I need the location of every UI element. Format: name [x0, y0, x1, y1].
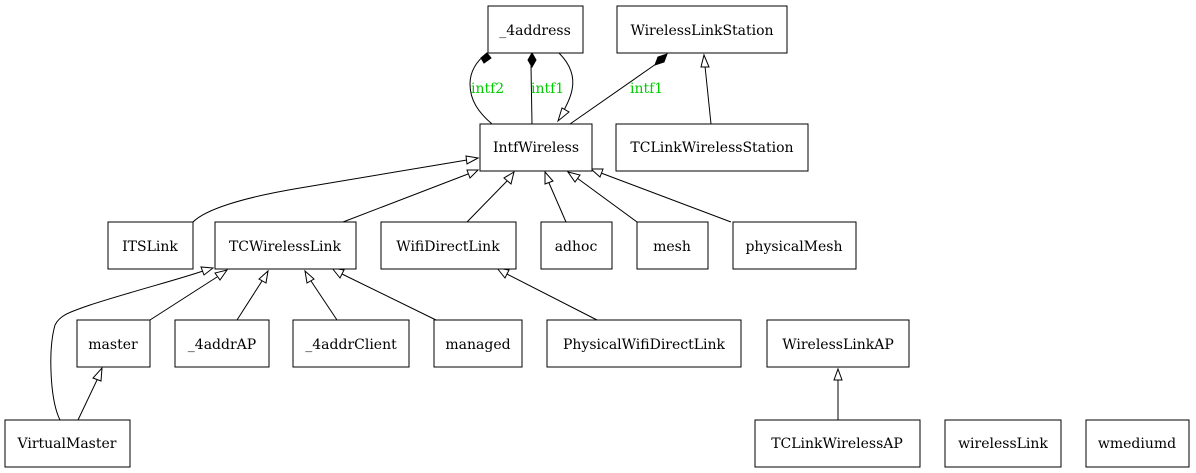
- node-wirelesslink[interactable]: wirelessLink: [944, 419, 1062, 468]
- node-wirelesslinkap[interactable]: WirelessLinkAP: [766, 319, 910, 368]
- node-tclinkwirelessstation[interactable]: TCLinkWirelessStation: [615, 123, 809, 172]
- node-physicalwifidirectlink[interactable]: PhysicalWifiDirectLink: [546, 319, 742, 368]
- edge-4address-intf2: [469, 52, 493, 125]
- node-label-master: master: [88, 337, 138, 353]
- node-tclinkwirelessap[interactable]: TCLinkWirelessAP: [754, 419, 921, 468]
- arrow-master: [214, 269, 229, 281]
- node-label-4addrclient: _4addrClient: [305, 337, 397, 353]
- edge-intfwireless-4address: [558, 52, 574, 113]
- edge-label-intf1-b: intf1: [630, 81, 663, 97]
- node-master[interactable]: master: [76, 319, 151, 368]
- edge-virtualmaster-tcw: [50, 270, 204, 421]
- node-label-intfwireless: IntfWireless: [493, 140, 579, 156]
- edge-mesh: [576, 177, 638, 223]
- node-label-wmediumd: wmediumd: [1098, 436, 1176, 452]
- node-label-wifidirectlink: WifiDirectLink: [396, 239, 500, 255]
- edge-master: [149, 276, 218, 321]
- node-4address[interactable]: _4address: [487, 5, 584, 54]
- node-label-virtualmaster: VirtualMaster: [17, 436, 117, 452]
- node-label-physicalwifidirectlink: PhysicalWifiDirectLink: [563, 337, 726, 353]
- edge-label-intf2: intf2: [471, 81, 504, 97]
- arrow-tclwap: [833, 367, 843, 381]
- node-itslink[interactable]: ITSLink: [107, 221, 194, 270]
- edges: [50, 51, 843, 421]
- edge-pwdl: [506, 273, 598, 321]
- edge-label-intf1-a: intf1: [531, 81, 564, 97]
- node-label-mesh: mesh: [653, 239, 691, 255]
- node-intfwireless[interactable]: IntfWireless: [479, 123, 593, 172]
- arrow-adhoc: [544, 170, 554, 185]
- node-label-managed: managed: [445, 337, 510, 353]
- node-mesh[interactable]: mesh: [636, 221, 709, 270]
- node-label-4addrap: _4addrAP: [188, 337, 256, 353]
- node-label-4address: _4address: [499, 23, 571, 39]
- edge-itslink: [192, 159, 468, 223]
- node-4addrap[interactable]: _4addrAP: [174, 319, 270, 368]
- edge-adhoc: [548, 182, 567, 223]
- edge-tcwirelesslink: [342, 173, 469, 223]
- edge-wifidirect: [466, 180, 508, 223]
- node-wirelesslinkstation[interactable]: WirelessLinkStation: [616, 5, 788, 54]
- diamond-intf2: [480, 52, 492, 64]
- edge-4address-intf1: [530, 65, 533, 125]
- diamond-intf1: [527, 51, 537, 69]
- node-physicalmesh[interactable]: physicalMesh: [732, 221, 857, 270]
- node-label-adhoc: adhoc: [555, 239, 598, 255]
- arrow-vm-master: [92, 366, 103, 382]
- arrow-virtualmaster-tcw: [200, 266, 215, 276]
- arrow-tcwirelesslink: [466, 169, 480, 179]
- arrow-physicalmesh: [589, 168, 604, 178]
- edge-4addrap: [236, 280, 263, 321]
- node-label-itslink: ITSLink: [122, 239, 178, 255]
- node-adhoc[interactable]: adhoc: [540, 221, 613, 270]
- diamond-wls: [654, 53, 668, 66]
- edge-vm-master: [77, 379, 98, 421]
- arrow-4addrclient: [304, 269, 315, 284]
- arrow-tclws: [700, 53, 710, 68]
- node-wifidirectlink[interactable]: WifiDirectLink: [380, 221, 517, 270]
- node-label-wirelesslinkap: WirelessLinkAP: [782, 337, 894, 353]
- node-managed[interactable]: managed: [433, 319, 523, 368]
- node-label-wirelesslinkstation: WirelessLinkStation: [630, 23, 773, 39]
- nodes: _4address WirelessLinkStation IntfWirele…: [4, 5, 1190, 468]
- node-4addrclient[interactable]: _4addrClient: [292, 319, 410, 368]
- edge-4addrclient: [310, 280, 338, 321]
- edge-physicalmesh: [600, 172, 732, 223]
- node-label-physicalmesh: physicalMesh: [745, 239, 842, 255]
- node-tcwirelesslink[interactable]: TCWirelessLink: [214, 221, 357, 270]
- edge-tclws-wls: [704, 65, 712, 125]
- edge-label-group: intf2 intf1 intf1: [471, 81, 663, 97]
- arrow-itslink: [465, 155, 480, 165]
- arrow-4addrap: [258, 269, 269, 284]
- node-label-tclinkwirelessstation: TCLinkWirelessStation: [630, 140, 793, 156]
- arrow-mesh: [566, 171, 581, 183]
- node-wmediumd[interactable]: wmediumd: [1085, 419, 1190, 468]
- node-label-tclinkwirelessap: TCLinkWirelessAP: [771, 436, 903, 452]
- arrow-wifidirect: [503, 170, 515, 185]
- edge-managed: [341, 273, 437, 321]
- arrow-4address-inherit: [557, 107, 570, 123]
- edge-wls-intf1: [569, 63, 657, 125]
- node-label-wirelesslink: wirelessLink: [958, 436, 1048, 452]
- node-virtualmaster[interactable]: VirtualMaster: [4, 419, 131, 468]
- node-label-tcwirelesslink: TCWirelessLink: [229, 239, 342, 255]
